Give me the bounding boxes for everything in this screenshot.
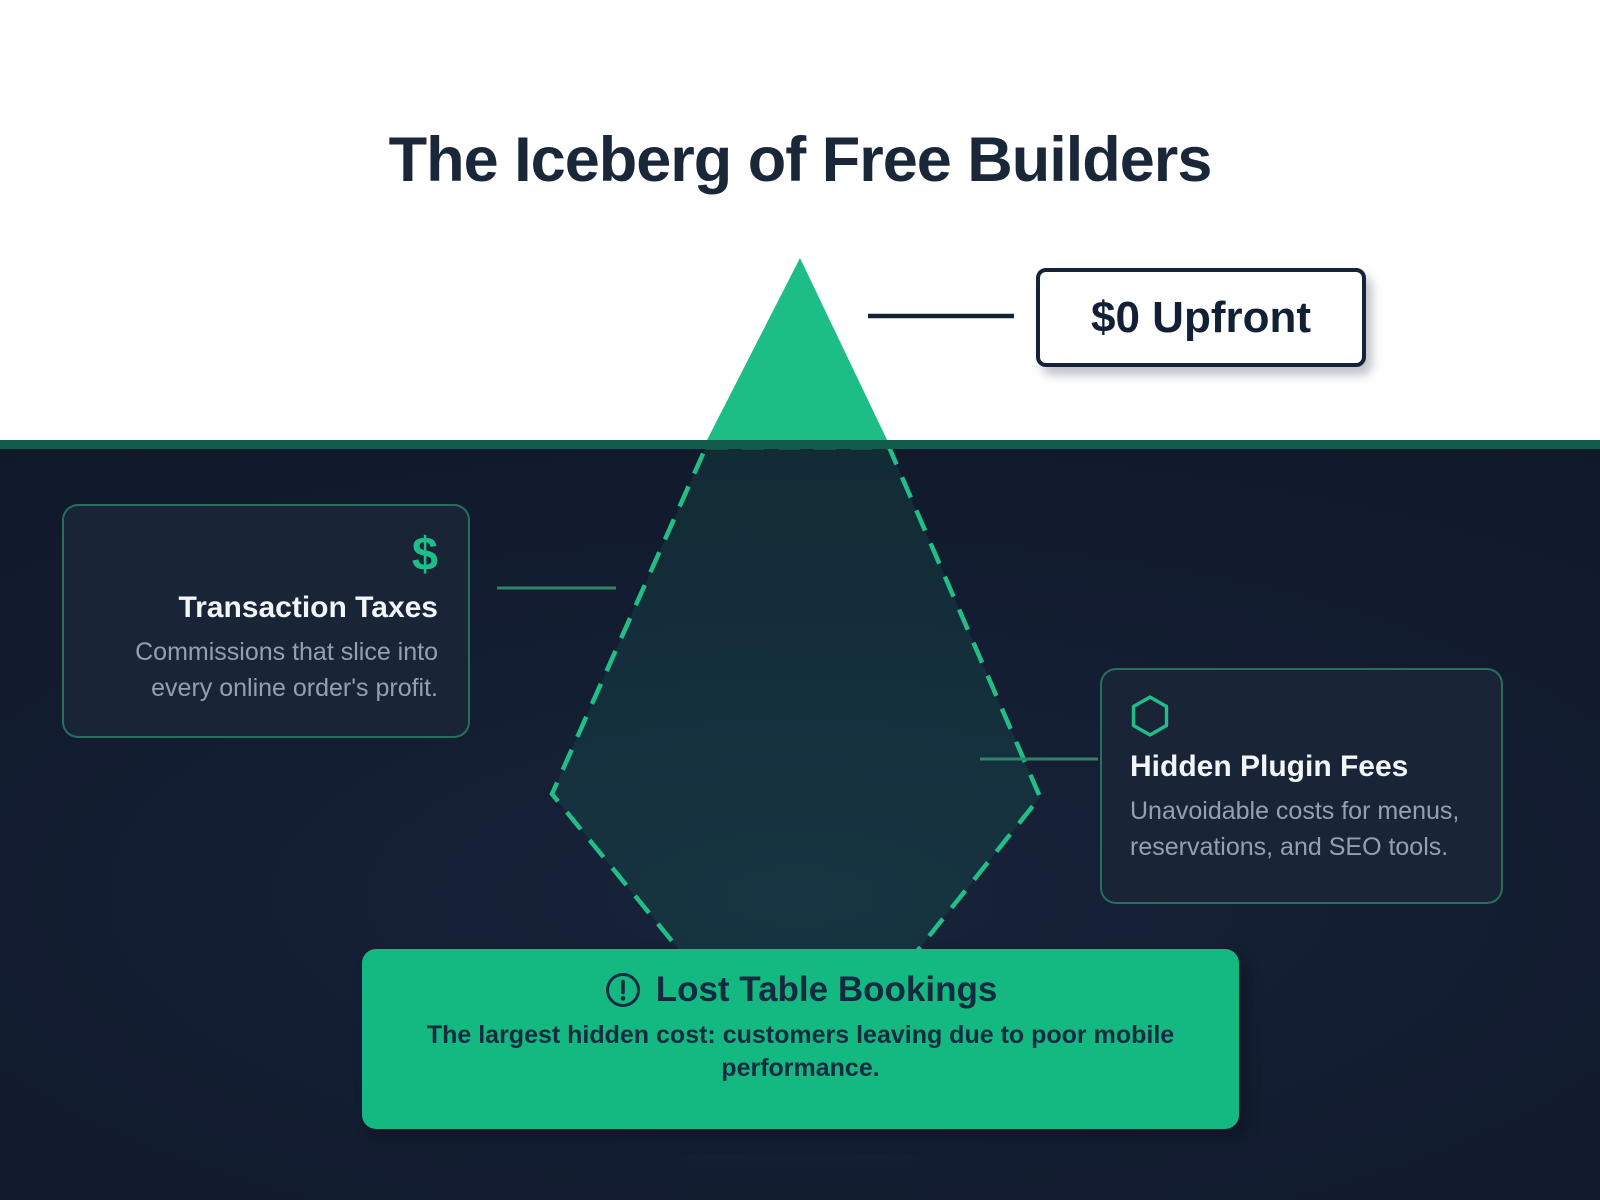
transaction-taxes-description: Commissions that slice into every online… (135, 638, 438, 702)
waterline-divider (0, 440, 1600, 449)
hidden-plugin-fees-title: Hidden Plugin Fees (1130, 750, 1409, 783)
zero-upfront-label: $0 Upfront (1091, 292, 1311, 342)
iceberg-tip-shape (705, 258, 889, 444)
hidden-plugin-fees-card: Hidden Plugin Fees Unavoidable costs for… (1100, 668, 1503, 904)
alert-circle-icon (604, 971, 642, 1009)
lost-table-bookings-header: Lost Table Bookings (604, 970, 998, 1010)
dollar-icon: $ (411, 527, 438, 580)
lost-table-bookings-banner: Lost Table Bookings The largest hidden c… (362, 949, 1239, 1129)
lost-table-bookings-title: Lost Table Bookings (655, 970, 998, 1009)
page-title: The Iceberg of Free Builders (388, 125, 1213, 196)
zero-upfront-callout: $0 Upfront (1036, 268, 1366, 367)
hidden-plugin-fees-description: Unavoidable costs for menus, reservation… (1130, 797, 1460, 861)
hexagon-icon (1130, 694, 1170, 738)
lost-table-bookings-description: The largest hidden cost: customers leavi… (426, 1021, 1175, 1082)
transaction-taxes-card: $ Transaction Taxes Commissions that sli… (62, 504, 470, 738)
transaction-taxes-title: Transaction Taxes (178, 591, 438, 624)
